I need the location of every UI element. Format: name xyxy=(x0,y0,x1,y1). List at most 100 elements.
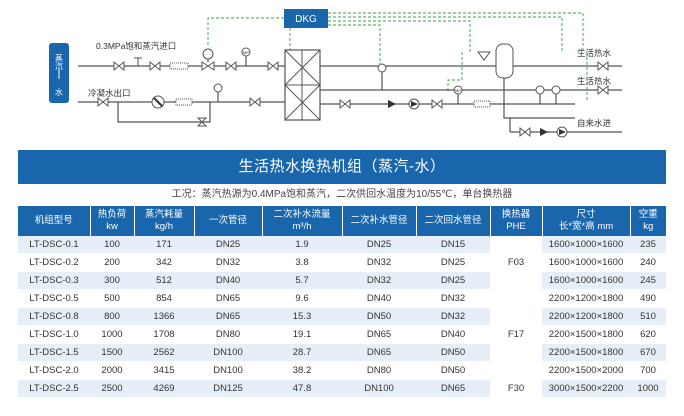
tap-water-inlet-label: 自来水进 xyxy=(577,118,612,128)
cell-weight: 490 xyxy=(630,289,666,308)
cell-load: 300 xyxy=(90,271,134,290)
cell-makeup-flow: 28.7 xyxy=(262,343,342,362)
column-header-title: 热负荷 xyxy=(97,209,127,220)
column-header-title: 二次补水管径 xyxy=(350,215,408,226)
cell-makeup-dia: DN100 xyxy=(342,379,416,398)
gauge-label: MP xyxy=(243,50,249,55)
steam-inlet-label: 0.3MPa饱和蒸汽进口 xyxy=(96,41,176,51)
cell-weight: 510 xyxy=(630,307,666,326)
strainer-icon xyxy=(175,98,193,106)
cell-return-dia: DN15 xyxy=(416,236,490,254)
cell-makeup-dia: DN65 xyxy=(342,325,416,344)
cell-model: LT-DSC-0.3 xyxy=(18,271,90,290)
cell-phe-model: F17 xyxy=(490,289,542,380)
cell-return-dia: DN40 xyxy=(416,325,490,344)
cell-steam: 342 xyxy=(134,253,194,272)
cell-steam: 3415 xyxy=(134,361,194,380)
cell-size: 2200×1200×1800 xyxy=(542,307,630,326)
column-header-unit: PHE xyxy=(506,221,526,232)
gate-valve-icon xyxy=(339,98,351,110)
hot-water-outlet-1-label: 生活热水 xyxy=(577,48,612,58)
safety-valve-icon xyxy=(477,51,491,61)
cell-makeup-flow: 15.3 xyxy=(262,307,342,326)
cell-makeup-flow: 47.8 xyxy=(262,379,342,398)
column-header: 机组型号 xyxy=(18,206,91,236)
column-header-title: 一次管径 xyxy=(208,215,247,226)
cell-size: 3000×1500×2200 xyxy=(542,379,630,398)
cell-load: 1500 xyxy=(90,343,134,362)
cell-makeup-dia: DN65 xyxy=(342,343,416,362)
gate-valve-icon xyxy=(597,84,609,96)
column-header-unit: kg xyxy=(643,221,654,232)
cell-weight: 1000 xyxy=(630,379,666,398)
cell-return-dia: DN50 xyxy=(416,361,490,380)
cell-model: LT-DSC-2.5 xyxy=(18,379,90,398)
column-header: 尺寸长*宽*高 mm xyxy=(542,206,631,236)
column-header-unit: kw xyxy=(106,221,118,232)
secondary-circuit: 生活热水 生活热水 MP 自来水进 xyxy=(320,43,622,138)
cell-steam: 171 xyxy=(134,236,194,254)
gate-valve-icon xyxy=(113,60,125,72)
cell-model: LT-DSC-1.0 xyxy=(18,325,90,344)
column-header-title: 尺寸 xyxy=(576,209,596,220)
cell-model: LT-DSC-2.0 xyxy=(18,361,90,380)
cell-makeup-dia: DN50 xyxy=(342,307,416,326)
gate-valve-icon xyxy=(149,60,161,72)
condensate-outlet-label: 冷凝水出口 xyxy=(88,88,131,98)
column-header-title: 二次回水管径 xyxy=(424,215,482,226)
plate-heat-exchanger xyxy=(284,49,321,121)
gate-valve-icon xyxy=(597,60,609,72)
strainer-icon xyxy=(473,100,491,108)
check-valve-icon xyxy=(540,128,548,136)
pressure-gauge-icon xyxy=(453,85,463,95)
cell-load: 800 xyxy=(90,307,134,326)
dkg-label: DKG xyxy=(295,14,317,25)
cell-model: LT-DSC-0.5 xyxy=(18,289,90,308)
column-header: 二次补水管径 xyxy=(342,206,417,236)
cell-primary: DN65 xyxy=(194,289,262,308)
cell-load: 100 xyxy=(90,236,134,254)
product-title-banner: 生活热水换热机组（蒸汽-水） xyxy=(18,150,666,184)
column-header-title: 蒸汽耗量 xyxy=(144,209,183,220)
cell-makeup-flow: 19.1 xyxy=(262,325,342,344)
cell-size: 2200×1500×2000 xyxy=(542,361,630,380)
cell-weight: 700 xyxy=(630,361,666,380)
column-header-title: 机组型号 xyxy=(34,215,73,226)
gate-valve-icon xyxy=(519,126,531,138)
cell-makeup-dia: DN32 xyxy=(342,253,416,272)
cell-makeup-dia: DN32 xyxy=(342,271,416,290)
operating-condition-text: 工况：蒸汽热源为0.4MPa饱和蒸汽，二次供回水温度为10/55℃，单台换热器 xyxy=(171,189,513,200)
cell-return-dia: DN25 xyxy=(416,271,490,290)
cell-load: 2000 xyxy=(90,361,134,380)
temperature-sensor-icon xyxy=(377,63,387,73)
cell-makeup-flow: 1.9 xyxy=(262,236,342,254)
cell-primary: DN40 xyxy=(194,271,262,290)
cell-steam: 2562 xyxy=(134,343,194,362)
cell-primary: DN125 xyxy=(194,379,262,398)
dkg-controller[interactable]: DKG xyxy=(284,9,328,28)
cell-steam: 1366 xyxy=(134,307,194,326)
cell-phe-model: F03 xyxy=(490,236,542,290)
pressure-gauge-icon xyxy=(551,85,561,95)
cell-size: 1600×1000×1600 xyxy=(542,271,630,290)
column-header-unit: kg/h xyxy=(155,221,173,232)
cell-makeup-dia: DN40 xyxy=(342,289,416,308)
cell-primary: DN100 xyxy=(194,361,262,380)
cell-steam: 1708 xyxy=(134,325,194,344)
cell-makeup-dia: DN25 xyxy=(342,236,416,254)
cell-primary: DN100 xyxy=(194,343,262,362)
cell-makeup-flow: 5.7 xyxy=(262,271,342,290)
cell-makeup-flow: 38.2 xyxy=(262,361,342,380)
cell-makeup-flow: 3.8 xyxy=(262,253,342,272)
signal-lines xyxy=(207,12,588,100)
